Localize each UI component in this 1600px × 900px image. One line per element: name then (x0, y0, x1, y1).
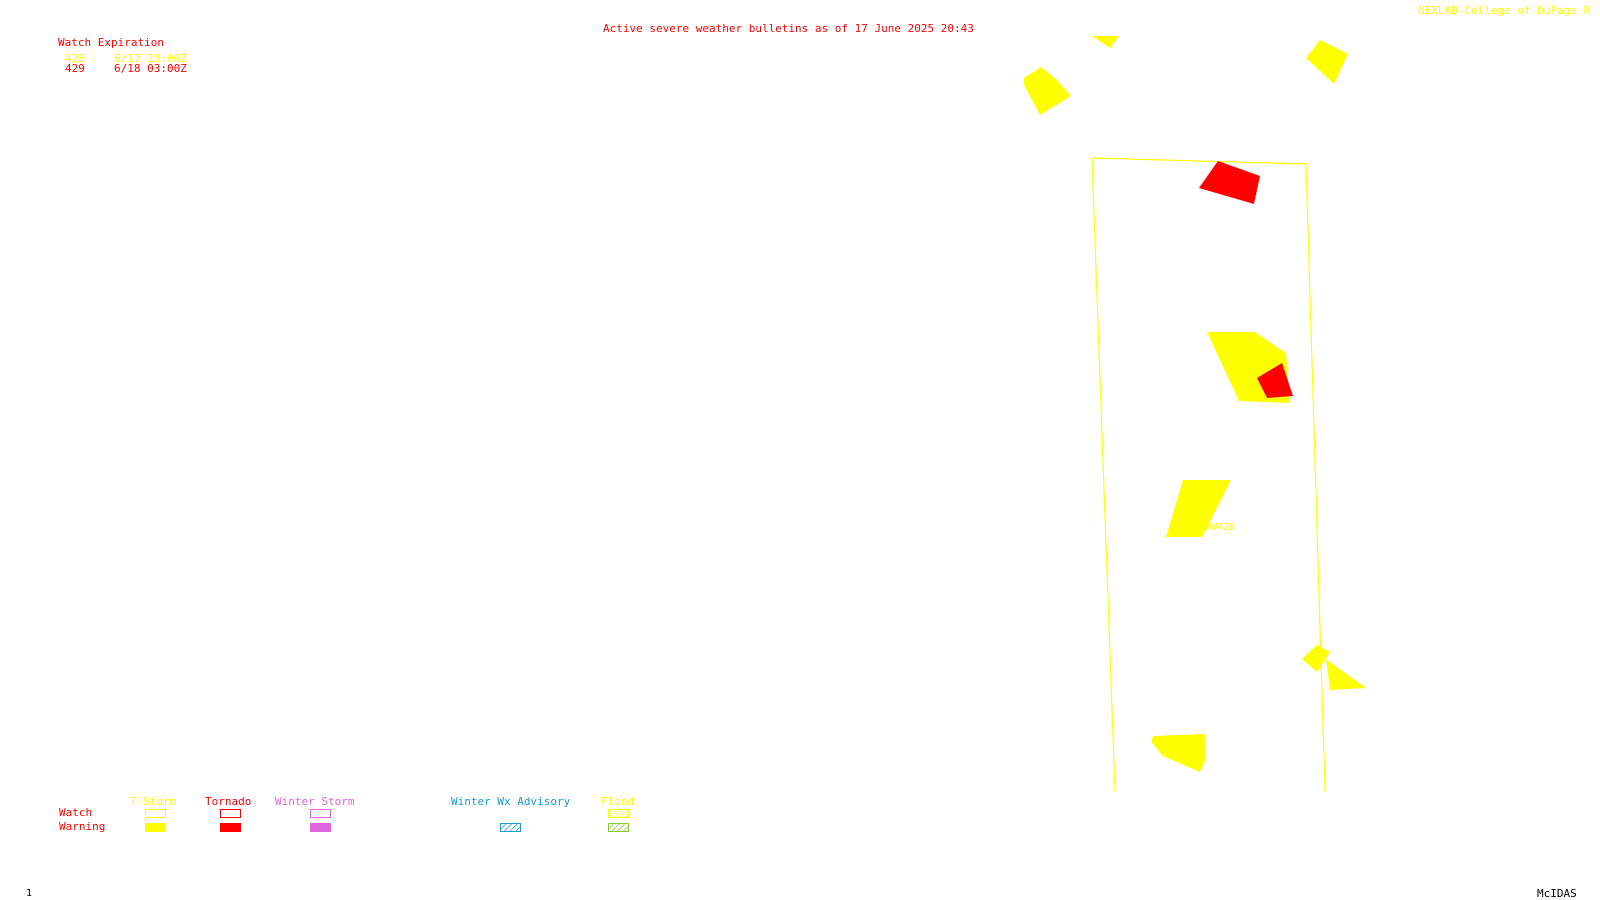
watch-row-expiration: 6/18 03:00Z (114, 62, 187, 75)
watch-row-expiration: 6/17 23:00Z (114, 52, 187, 65)
software-label: McIDAS (1537, 887, 1577, 900)
frame-number: 1 (26, 888, 33, 899)
bulletin-title: Active severe weather bulletins as of 17… (603, 22, 974, 35)
legend-tstorm-watch-symbol (145, 809, 166, 818)
watch-table-heading: Watch Expiration (58, 36, 164, 49)
legend-tornado-watch-symbol (220, 809, 241, 818)
legend-winter-advisory-label: Winter Wx Advisory (451, 795, 571, 808)
watch-row-id: 429 (65, 62, 85, 75)
legend-tstorm-warning-symbol (145, 823, 166, 832)
watch-box-outline[interactable] (1091, 157, 1326, 793)
tstorm-warning-polygon[interactable] (1326, 659, 1366, 690)
legend-flood-warning-symbol (608, 823, 629, 832)
tornado-warning-polygon[interactable] (1257, 363, 1293, 398)
watch-row-id: 428 (65, 52, 85, 65)
legend-winter-storm-label: Winter Storm (275, 795, 355, 808)
tstorm-warning-polygon[interactable] (1306, 40, 1348, 84)
tornado-warning-polygon[interactable] (1199, 161, 1260, 204)
tstorm-warning-polygon[interactable] (1024, 67, 1071, 115)
tstorm-warning-polygon[interactable] (1166, 480, 1231, 537)
legend-tornado-warning-symbol (220, 823, 241, 832)
legend-winter-storm-watch-symbol (310, 809, 331, 818)
legend-tstorm-label: T-Storm (130, 795, 177, 808)
legend-winter-advisory-symbol (500, 823, 521, 832)
legend-winter-storm-warning-symbol (310, 823, 331, 832)
tstorm-warning-polygon[interactable] (1302, 645, 1330, 672)
legend-tornado-label: Tornado (205, 795, 252, 808)
legend-flood-watch-symbol (608, 809, 629, 818)
legend-flood-label: Flood (601, 795, 635, 808)
tstorm-warning-polygon[interactable] (1092, 36, 1119, 48)
legend-warning-row-label: Warning (59, 820, 106, 833)
credit-label: NEXLAB-College of DuPage R (1418, 4, 1591, 17)
legend-watch-row-label: Watch (59, 806, 93, 819)
tstorm-warning-polygon[interactable] (1151, 734, 1206, 772)
watch-box-label: WW428 (1205, 522, 1236, 533)
